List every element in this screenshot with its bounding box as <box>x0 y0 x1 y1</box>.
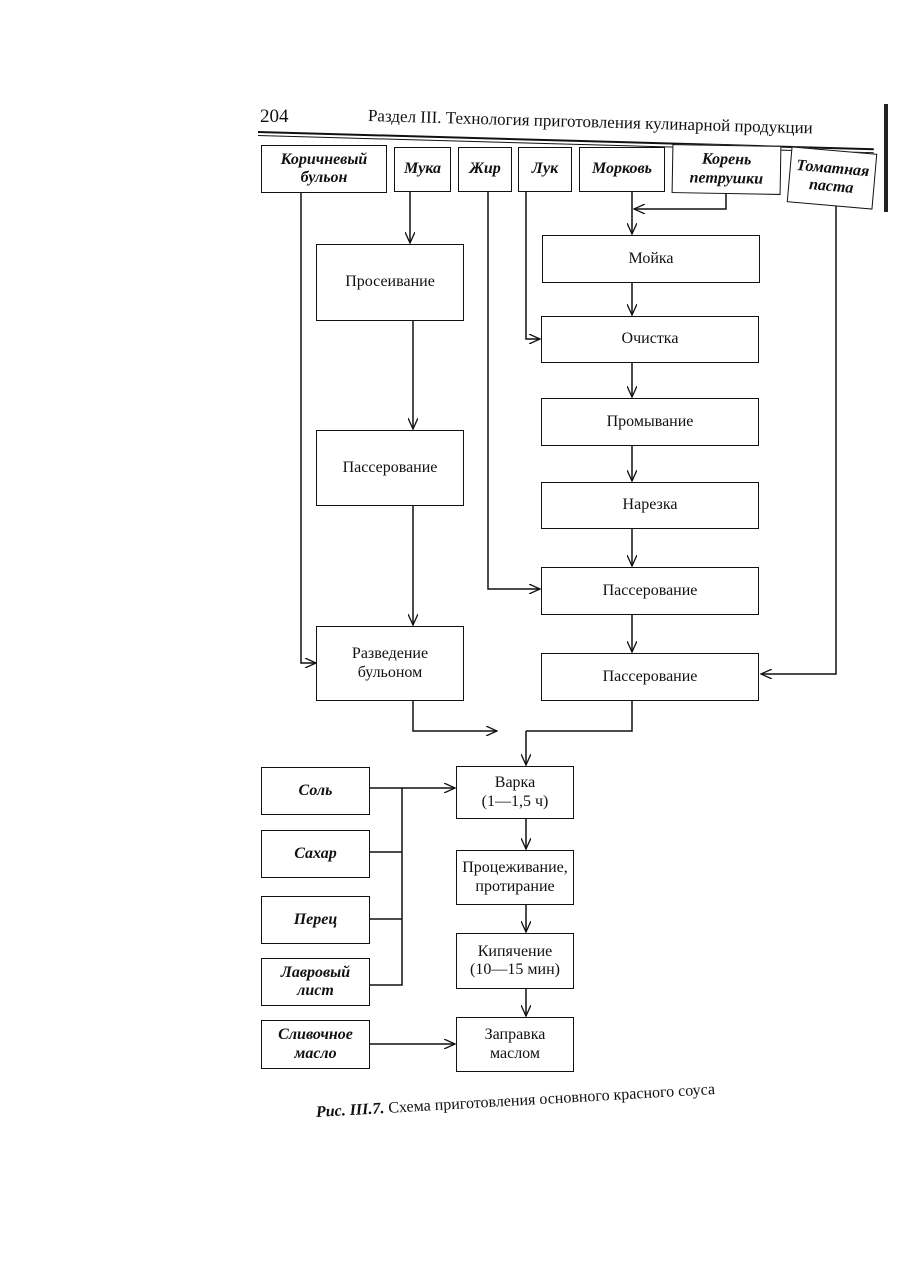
merge-line-right <box>526 700 633 732</box>
page-number: 204 <box>260 106 289 127</box>
step-cutting: Нарезка <box>541 482 759 529</box>
ingredient-brown-broth: Коричневый бульон <box>261 145 387 193</box>
figure-label: Рис. III.7. <box>315 1100 385 1121</box>
step-sauteing-flour: Пассерование <box>316 430 464 506</box>
ingredient-bay-leaf: Лавровый лист <box>261 958 370 1006</box>
page-edge-mark <box>884 104 888 212</box>
ingredient-salt: Соль <box>261 767 370 815</box>
ingredient-parsley-root: Корень петрушки <box>671 144 782 195</box>
step-straining: Процеживание, протирание <box>456 850 574 905</box>
step-sauteing-veg: Пассерование <box>541 567 759 615</box>
step-diluting: Разведение бульоном <box>316 626 464 701</box>
arrow-onion-peeling <box>525 192 540 339</box>
step-boiling: Варка (1—1,5 ч) <box>456 766 574 819</box>
arrow-fat-sauteing <box>487 192 540 589</box>
ingredient-sugar: Сахар <box>261 830 370 878</box>
step-dressing: Заправка маслом <box>456 1017 574 1072</box>
step-rinsing: Промывание <box>541 398 759 446</box>
arrow-parsley-merge <box>634 194 727 209</box>
ingredient-pepper: Перец <box>261 896 370 944</box>
step-sauteing-tomato: Пассерование <box>541 653 759 701</box>
seasoning-bracket <box>369 787 403 986</box>
step-sifting: Просеивание <box>316 244 464 321</box>
step-washing: Мойка <box>542 235 760 283</box>
ingredient-onion: Лук <box>518 147 572 192</box>
step-peeling: Очистка <box>541 316 759 363</box>
merge-line-left <box>412 700 497 731</box>
ingredient-tomato-paste: Томатная паста <box>786 146 878 210</box>
ingredient-butter: Сливочное масло <box>261 1020 370 1069</box>
arrow-broth-diluting <box>300 192 316 663</box>
arrow-tomato-sauteing <box>761 206 837 674</box>
ingredient-carrot: Морковь <box>579 147 665 192</box>
step-simmering: Кипячение (10—15 мин) <box>456 933 574 989</box>
ingredient-fat: Жир <box>458 147 512 192</box>
ingredient-flour: Мука <box>394 147 451 192</box>
